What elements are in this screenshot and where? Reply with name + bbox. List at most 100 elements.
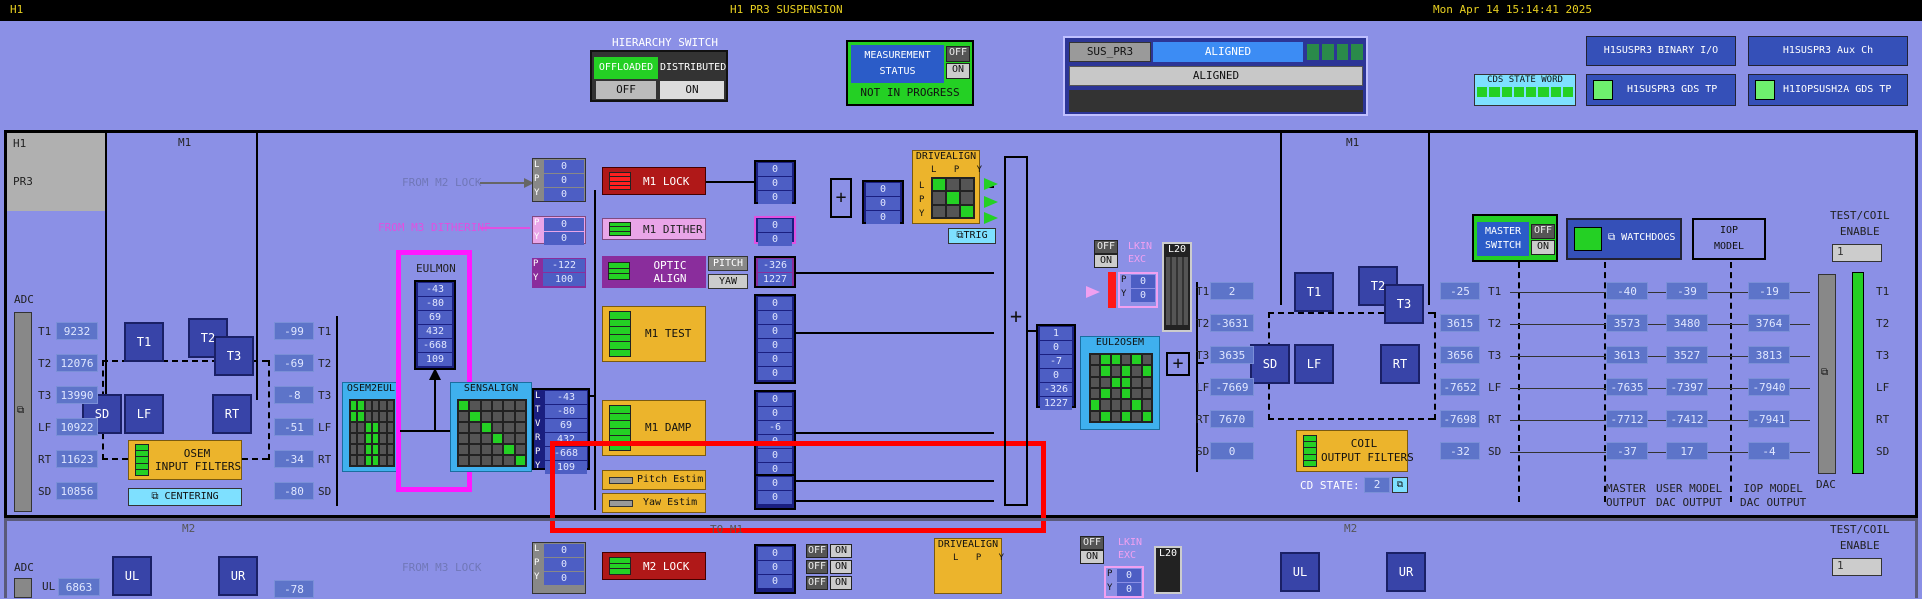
damp-out-value: 0 [758, 407, 792, 420]
coil-t1-button[interactable]: T1 [1294, 272, 1334, 312]
guardian-state: ALIGNED [1153, 42, 1303, 62]
eul2osem-out-label: T3 [1196, 349, 1210, 362]
title-bar: H1 H1 PR3 SUSPENSION Mon Apr 14 15:14:41… [0, 0, 1922, 21]
m1-damp-button[interactable]: M1 DAMP [602, 400, 706, 456]
m1-stage-left: M1 [178, 136, 192, 149]
pitch-button[interactable]: PITCH [708, 256, 748, 271]
damp-out-value: 0 [758, 463, 792, 476]
osem-rt-button[interactable]: RT [212, 394, 252, 434]
sensalign-label: SENSALIGN [463, 383, 519, 394]
m2-drivealign-button[interactable]: DRIVEALIGN L P Y [934, 538, 1004, 594]
master-dash [1518, 262, 1520, 502]
coil-filters-line1: COIL [1350, 437, 1378, 450]
output-row-line [1510, 388, 1810, 389]
osem-lf-button[interactable]: LF [124, 394, 164, 434]
osem-in-label: T1 [318, 325, 332, 338]
eul2osem-matrix [1089, 353, 1153, 423]
dither-out-value: 0 [758, 233, 792, 246]
eul2osem-value: -7669 [1210, 378, 1254, 396]
m1-lock-button[interactable]: M1 LOCK [602, 167, 706, 195]
m2-ur-button[interactable]: UR [218, 556, 258, 596]
m2-on-button[interactable]: ON [830, 544, 852, 558]
matrix-cell [373, 434, 379, 443]
test-coil-input[interactable]: 1 [1832, 244, 1882, 262]
guardian-node-button[interactable]: SUS_PR3 [1069, 42, 1151, 62]
coil-in-value: -32 [1440, 442, 1480, 460]
trig-button[interactable]: ⧉TRIG [948, 228, 996, 244]
m2-coil-ur-button[interactable]: UR [1386, 552, 1426, 592]
m2-lkin-off-button[interactable]: OFF [1080, 536, 1104, 550]
m2-lkin-on-button[interactable]: ON [1080, 550, 1104, 564]
gds-tp-button[interactable]: H1SUSPR3 GDS TP [1586, 74, 1736, 106]
m1-lkin-off-button[interactable]: OFF [1094, 240, 1118, 254]
coil-t3-button[interactable]: T3 [1384, 284, 1424, 324]
m2-adc-button[interactable] [14, 578, 32, 598]
m2-ul-button[interactable]: UL [112, 556, 152, 596]
master-on-button[interactable]: ON [1531, 240, 1555, 255]
osem2eul-block[interactable]: OSEM2EUL [342, 382, 400, 472]
centering-button[interactable]: ⧉ CENTERING [128, 488, 242, 506]
m1-l20-block[interactable]: L20 [1162, 242, 1192, 332]
yaw-estim-indicator [609, 500, 633, 507]
yaw-estim-button[interactable]: Yaw Estim [602, 493, 706, 513]
test-out-value: 0 [758, 353, 792, 366]
watchdogs-button[interactable]: ⧉ WATCHDOGS [1566, 218, 1682, 260]
coil-sd-button[interactable]: SD [1250, 344, 1290, 384]
osem-t1-button[interactable]: T1 [124, 322, 164, 362]
guardian-request-select[interactable]: ALIGNED [1069, 66, 1363, 86]
matrix-cell [365, 456, 371, 465]
m1-test-button[interactable]: M1 TEST [602, 306, 706, 362]
m2-adc-ul-label: UL [42, 580, 56, 593]
coil-rt-button[interactable]: RT [1380, 344, 1420, 384]
eul2osem-block[interactable]: EUL2OSEM [1080, 336, 1160, 430]
m2-coil-ul-button[interactable]: UL [1280, 552, 1320, 592]
m2-l20-block[interactable]: L20 [1154, 546, 1182, 594]
adc-button[interactable]: ⧉ [14, 312, 32, 512]
matrix-cell [380, 456, 386, 465]
pitch-estim-button[interactable]: Pitch Estim [602, 470, 706, 490]
m2-off-button[interactable]: OFF [806, 560, 828, 574]
m1-dither-button[interactable]: M1 DITHER [602, 218, 706, 240]
m2-on-button[interactable]: ON [830, 560, 852, 574]
test-line [796, 332, 994, 334]
matrix-cell [1111, 366, 1120, 376]
sensalign-block[interactable]: SENSALIGN [450, 382, 532, 472]
measurement-off-button[interactable]: OFF [946, 46, 970, 62]
m2-test-coil-input[interactable]: 1 [1832, 558, 1882, 576]
guardian-panel: SUS_PR3 ALIGNED ALIGNED [1063, 36, 1368, 116]
binary-io-button[interactable]: H1SUSPR3 BINARY I/O [1586, 36, 1736, 66]
user-model-value: 17 [1666, 442, 1708, 460]
aux-ch-button[interactable]: H1SUSPR3 Aux Ch [1748, 36, 1908, 66]
osem-t3-button[interactable]: T3 [214, 336, 254, 376]
m1-lkin-on-button[interactable]: ON [1094, 254, 1118, 268]
coil-lf-button[interactable]: LF [1294, 344, 1334, 384]
coil-in-value: 3615 [1440, 314, 1480, 332]
yaw-button[interactable]: YAW [708, 274, 748, 289]
hierarchy-off-button[interactable]: OFF [596, 81, 656, 99]
m2-on-button[interactable]: ON [830, 576, 852, 590]
iop-gds-tp-button[interactable]: H1IOPSUSH2A GDS TP [1748, 74, 1908, 106]
m2-off-button[interactable]: OFF [806, 544, 828, 558]
m2-coil-ur-label: UR [1398, 565, 1414, 579]
dac-button[interactable]: ⧉ [1818, 274, 1836, 474]
coil-t2-button[interactable]: T2 [1358, 266, 1398, 306]
matrix-cell [380, 434, 386, 443]
measurement-on-button[interactable]: ON [946, 63, 970, 79]
cd-state-button[interactable]: ⧉ [1392, 477, 1408, 493]
m2-lock-button[interactable]: M2 LOCK [602, 552, 706, 580]
m2-off-button[interactable]: OFF [806, 576, 828, 590]
master-off-button[interactable]: OFF [1531, 224, 1555, 239]
hierarchy-on-button[interactable]: ON [660, 81, 724, 99]
dof-value: -80 [545, 405, 587, 418]
matrix-cell [504, 456, 514, 465]
